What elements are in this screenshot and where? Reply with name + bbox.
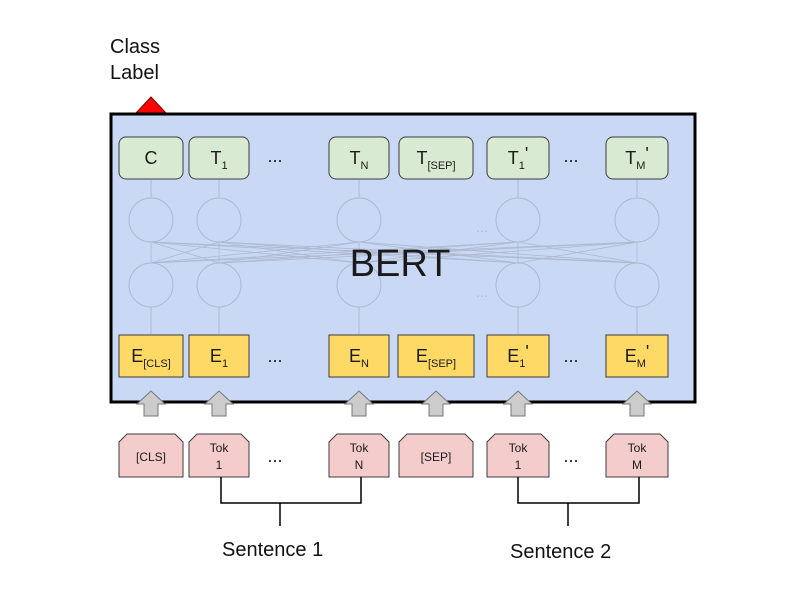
input-token-label: Tok bbox=[628, 441, 648, 455]
embedding-label: E[SEP] bbox=[416, 346, 456, 370]
output-token-box bbox=[328, 136, 390, 180]
output-token-row: C T1... TN T[SEP] T1'... TM' bbox=[118, 136, 669, 180]
input-arrow bbox=[502, 390, 534, 417]
input-arrow-row bbox=[135, 390, 653, 417]
sentence-1-bracket bbox=[220, 477, 362, 526]
svg-text:...: ... bbox=[476, 219, 488, 235]
embedding-box bbox=[605, 334, 669, 378]
output-token-label: T1' bbox=[508, 144, 529, 172]
bert-title: BERT bbox=[350, 243, 451, 285]
svg-text:...: ... bbox=[476, 284, 488, 300]
embedding-label: E1' bbox=[507, 342, 529, 370]
input-token-label: [SEP] bbox=[421, 450, 452, 464]
embedding-box bbox=[328, 334, 390, 378]
output-ellipsis: ... bbox=[267, 146, 282, 166]
input-arrow bbox=[420, 390, 452, 417]
input-token-box bbox=[398, 433, 474, 478]
input-arrow bbox=[621, 390, 653, 417]
output-token-label: TN bbox=[350, 148, 369, 172]
output-token-label: T1 bbox=[210, 148, 227, 172]
sentence-2-bracket bbox=[517, 477, 640, 526]
embedding-ellipsis: ... bbox=[267, 346, 282, 366]
input-token-box bbox=[328, 433, 390, 478]
embedding-box bbox=[397, 334, 475, 378]
sentence-2-label: Sentence 2 bbox=[510, 541, 612, 563]
input-token-label: Tok bbox=[509, 441, 529, 455]
embedding-row: E[CLS] E1... EN E[SEP] E1'... EM' bbox=[118, 334, 669, 378]
output-token-box bbox=[118, 136, 184, 180]
class-label-line-2: Label bbox=[110, 62, 159, 84]
input-token-index: N bbox=[355, 458, 364, 472]
output-token-label: C bbox=[145, 148, 158, 168]
embedding-label: EM' bbox=[625, 342, 650, 370]
input-token-box bbox=[188, 433, 250, 478]
output-token-label: T[SEP] bbox=[416, 148, 455, 172]
output-token-box bbox=[486, 136, 550, 180]
input-token-label: Tok bbox=[210, 441, 230, 455]
sentence-1-label: Sentence 1 bbox=[222, 539, 324, 561]
input-token-index: 1 bbox=[216, 458, 223, 472]
input-token-box bbox=[486, 433, 550, 478]
input-ellipsis: ... bbox=[267, 446, 282, 466]
input-arrow bbox=[343, 390, 375, 417]
embedding-box bbox=[118, 334, 184, 378]
input-token-box bbox=[605, 433, 669, 478]
input-token-index: 1 bbox=[515, 458, 522, 472]
embedding-box bbox=[486, 334, 550, 378]
input-token-index: M bbox=[632, 458, 642, 472]
embedding-box bbox=[188, 334, 250, 378]
output-ellipsis: ... bbox=[563, 146, 578, 166]
output-token-box bbox=[398, 136, 474, 180]
input-token-label: [CLS] bbox=[136, 450, 166, 464]
input-arrow bbox=[135, 390, 167, 417]
output-token-label: TM' bbox=[625, 144, 649, 172]
embedding-ellipsis: ... bbox=[563, 346, 578, 366]
bert-internal-layers: ...... bbox=[128, 180, 660, 340]
embedding-label: E1 bbox=[210, 346, 228, 370]
input-ellipsis: ... bbox=[563, 446, 578, 466]
embedding-label: EN bbox=[349, 346, 369, 370]
output-token-box bbox=[605, 136, 669, 180]
input-token-box bbox=[118, 433, 184, 478]
output-token-box bbox=[188, 136, 250, 180]
input-token-label: Tok bbox=[350, 441, 370, 455]
embedding-label: E[CLS] bbox=[131, 346, 171, 370]
class-label-line-1: Class bbox=[110, 36, 161, 58]
input-arrow bbox=[203, 390, 235, 417]
